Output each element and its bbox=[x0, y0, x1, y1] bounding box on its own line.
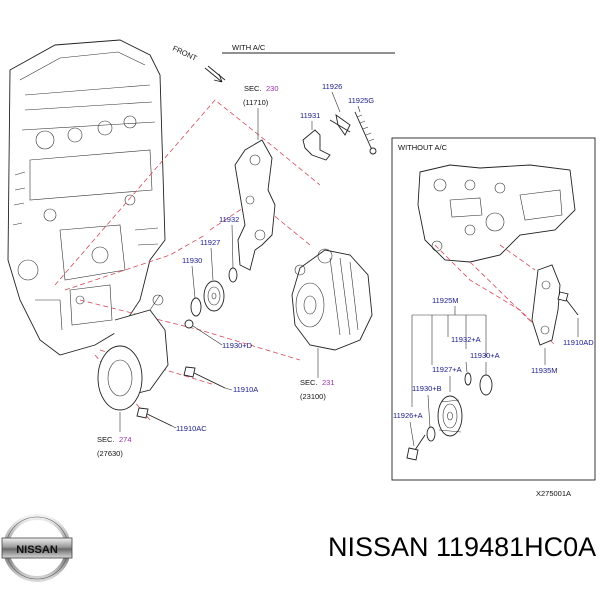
label-11932: 11932 bbox=[219, 215, 239, 224]
washer-11932a bbox=[464, 372, 472, 386]
label-11930b: 11930+B bbox=[412, 384, 442, 393]
label-11930d: 11930+D bbox=[222, 341, 253, 350]
ac-compressor-27630 bbox=[97, 294, 169, 411]
svg-text:SEC.: SEC. bbox=[244, 84, 262, 93]
front-label: FRONT bbox=[171, 44, 199, 63]
figure-code: X275001A bbox=[536, 489, 571, 498]
label-11932a: 11932+A bbox=[451, 335, 481, 344]
label-11910ad: 11910AD bbox=[563, 338, 594, 347]
washer-11932 bbox=[228, 267, 238, 283]
sec-231: 231 bbox=[322, 378, 335, 387]
spacer-11930 bbox=[190, 297, 202, 317]
without-ac-box bbox=[391, 137, 596, 481]
label-11925m: 11925M bbox=[432, 296, 459, 305]
svg-text:(23100): (23100) bbox=[300, 392, 326, 401]
alternator-23100 bbox=[291, 248, 373, 351]
bracket-11710 bbox=[234, 139, 276, 271]
spacer-11930a bbox=[479, 374, 493, 396]
label-11927a: 11927+A bbox=[432, 365, 462, 374]
sec-230: 230 bbox=[266, 84, 279, 93]
idler-pulley-11927a bbox=[437, 395, 463, 437]
svg-text:SEC.: SEC. bbox=[97, 435, 115, 444]
sec-274: 274 bbox=[119, 435, 132, 444]
svg-text:NISSAN: NISSAN bbox=[16, 544, 58, 556]
label-11930: 11930 bbox=[182, 256, 202, 265]
bolt-11910ac bbox=[136, 407, 173, 427]
spacer-11930b bbox=[426, 426, 436, 442]
label-11926: 11926 bbox=[322, 82, 342, 91]
nissan-logo: NISSAN bbox=[1, 514, 73, 582]
bolt-11910a bbox=[183, 366, 226, 389]
label-11935m: 11935M bbox=[531, 366, 558, 375]
bracket-11935m bbox=[531, 264, 561, 346]
label-11925g: 11925G bbox=[348, 96, 374, 105]
bolt-11926a bbox=[406, 434, 426, 461]
label-11910ac: 11910AC bbox=[176, 424, 207, 433]
part-number-caption: NISSAN 119481HC0A bbox=[328, 532, 597, 562]
svg-text:(27630): (27630) bbox=[97, 449, 123, 458]
bolt-11910ad bbox=[557, 291, 579, 316]
idler-pulley-11927 bbox=[203, 280, 225, 312]
adjuster-bracket-11931 bbox=[302, 129, 331, 161]
svg-text:(11710): (11710) bbox=[243, 98, 269, 107]
engine-block bbox=[7, 39, 166, 356]
label-11931: 11931 bbox=[300, 111, 320, 120]
svg-text:SEC.: SEC. bbox=[300, 378, 318, 387]
with-ac-label: WITH A/C bbox=[232, 43, 266, 52]
label-11926a: 11926+A bbox=[393, 411, 423, 420]
label-11930a: 11930+A bbox=[470, 351, 500, 360]
label-11927: 11927 bbox=[200, 238, 220, 247]
nut-11930d bbox=[184, 319, 194, 329]
label-11910a: 11910A bbox=[233, 385, 258, 394]
without-ac-label: WITHOUT A/C bbox=[398, 143, 448, 152]
engine-block-partial bbox=[417, 164, 576, 263]
